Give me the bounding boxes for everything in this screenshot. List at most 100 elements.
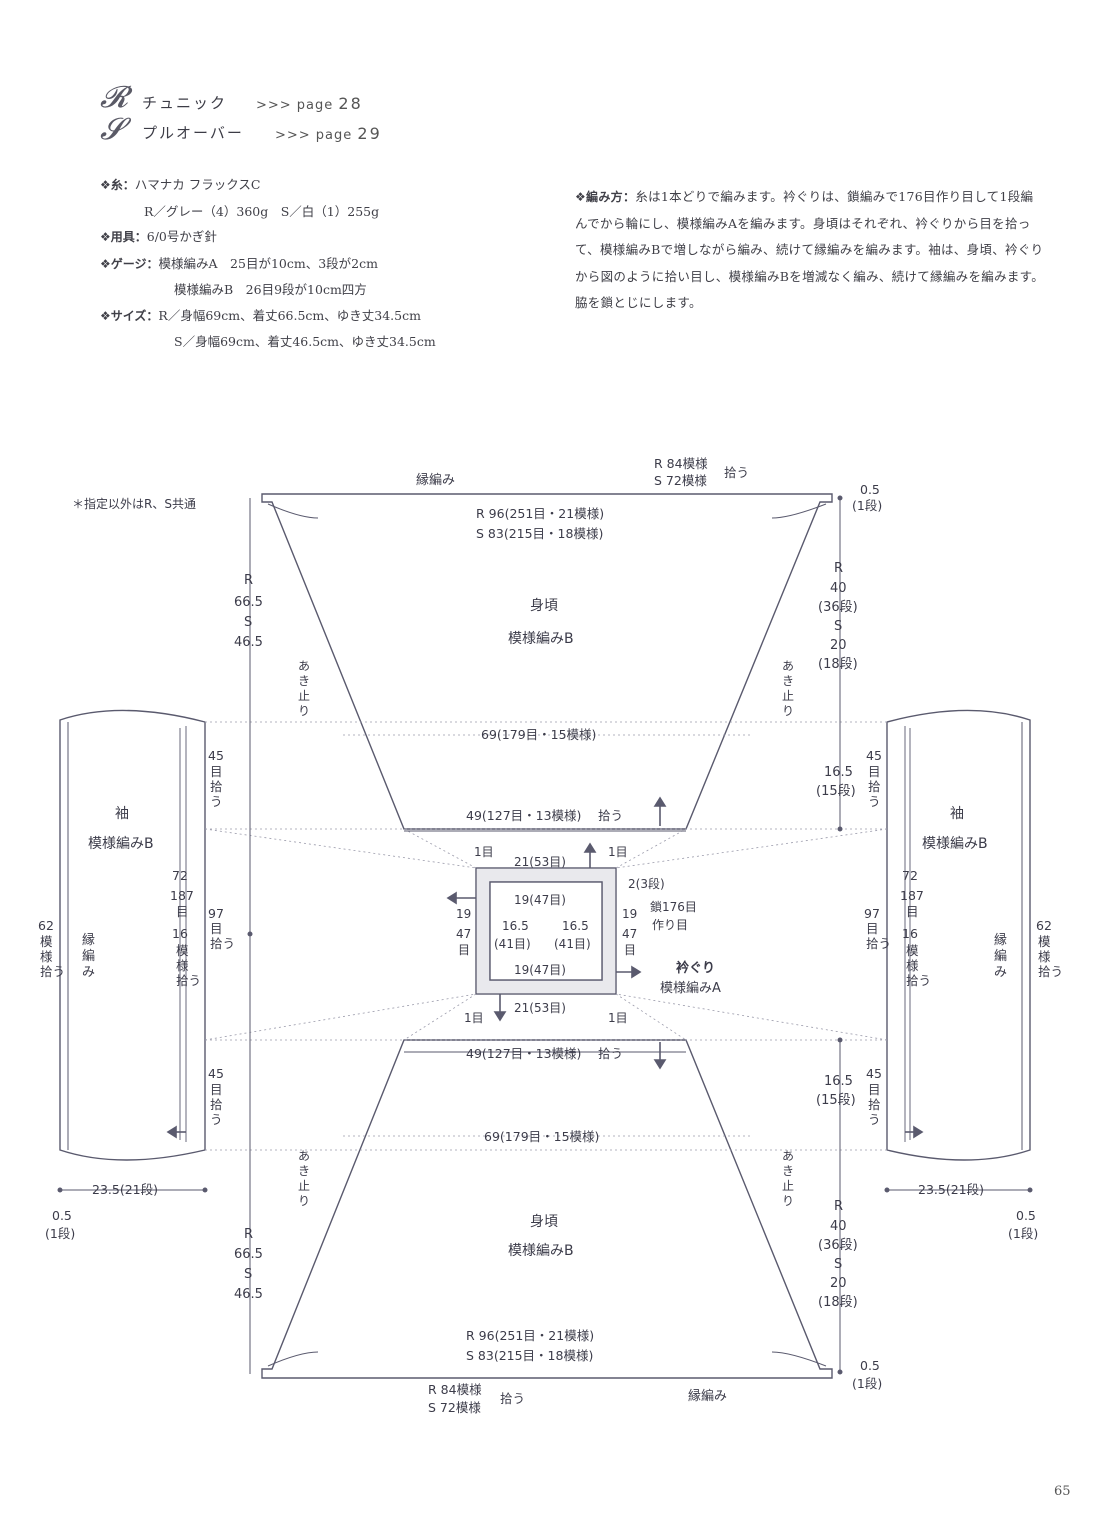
side-r-mark: R <box>834 561 843 576</box>
neck-side-right: 16.5 <box>562 919 589 933</box>
top-body-label: 身頃 <box>530 598 558 614</box>
opening-top-left-1: あ <box>298 659 310 673</box>
rs-45-top-u: う <box>868 794 881 809</box>
opening-top-left-4: り <box>298 704 310 718</box>
ls-187-me: 目 <box>176 904 189 919</box>
side-r-rows-b: (36段) <box>818 1238 858 1253</box>
side-s-mark: S <box>834 619 842 634</box>
bottom-pick-84: R 84模様 <box>428 1382 482 1397</box>
spec-key-tool: ❖用具： <box>100 230 147 244</box>
neck-side-left: 16.5 <box>502 919 529 933</box>
neckline-label: 衿ぐり <box>676 960 715 976</box>
len-s-mark: S <box>244 615 252 630</box>
ls-45-bot-me: 目 <box>210 1082 223 1097</box>
ls-16: 16 <box>172 926 188 941</box>
top-body-outline <box>261 493 833 830</box>
method-text: 糸は1本どりで編みます。衿ぐりは、鎖編みで176目作り目して1段編んでから輪にし… <box>575 189 1045 310</box>
side-s-mark-b: S <box>834 1257 842 1272</box>
neck-outer <box>475 867 617 995</box>
spec-key-gauge: ❖ゲージ： <box>100 256 159 271</box>
len-r: 66.5 <box>234 595 263 610</box>
rs-16-yo: 様 <box>906 958 919 973</box>
right-sleeve-outline <box>886 709 1031 1161</box>
page-number-ref: 29 <box>357 124 382 143</box>
rs-97-pick: 拾う <box>866 936 891 951</box>
ls-62-yo: 様 <box>40 949 53 964</box>
rs-one-row: (1段) <box>1008 1226 1038 1241</box>
neck-inner-top: 19(47目) <box>514 893 566 907</box>
rs-half: 0.5 <box>1016 1208 1036 1223</box>
title-mark-s: 𝓢 <box>100 112 124 147</box>
neck-inner-bottom: 19(47目) <box>514 963 566 977</box>
bottom-border-label: 縁編み <box>688 1388 727 1404</box>
bottom-pick: 拾う <box>500 1391 525 1406</box>
opening-top-left-3: 止 <box>298 689 310 703</box>
ls-16-pick: 拾う <box>176 973 201 988</box>
top-hem-s: S 83(215目・18模様) <box>476 526 603 541</box>
armhole-top: 16.5 <box>824 765 853 780</box>
len-s-mark-b: S <box>244 1267 252 1282</box>
rs-62-pick: 拾う <box>1038 964 1063 979</box>
spec-gauge-b: 模様編みB 26目9段が10cm四方 <box>174 282 367 297</box>
neck-side-left-me: (41目) <box>494 937 531 951</box>
rs-45-top: 45 <box>866 748 882 763</box>
bottom-half: 0.5 <box>860 1358 880 1373</box>
spec-yarn: ハマナカ フラックスC <box>134 177 261 192</box>
top-pick-72: S 72模様 <box>654 473 707 488</box>
neck-cast-on: 作り目 <box>652 918 688 932</box>
rs-45-bot: 45 <box>866 1066 882 1081</box>
opening-bot-left-4: り <box>298 1194 310 1208</box>
ls-45-bot: 45 <box>208 1066 224 1081</box>
opening-bot-right-3: 止 <box>782 1179 794 1193</box>
top-width49: 49(127目・13模様) <box>466 808 581 823</box>
specs-block: ❖糸：ハマナカ フラックスC R／グレー（4）360g S／白（1）255g ❖… <box>100 172 436 355</box>
rs-45-bot-u: う <box>868 1112 881 1127</box>
page-prefix: >>> page <box>256 98 334 113</box>
top-pick: 拾う <box>724 465 749 480</box>
bottom-one-row: (1段) <box>852 1376 882 1391</box>
top-pick-84: R 84模様 <box>654 456 708 471</box>
rs-62: 62 <box>1036 918 1052 933</box>
armhole-bottom: 16.5 <box>824 1074 853 1089</box>
opening-bot-right-4: り <box>782 1194 794 1208</box>
neck-1me-tl: 1目 <box>474 845 494 859</box>
neck-1me-bl: 1目 <box>464 1011 484 1025</box>
rs-97-me: 目 <box>866 921 879 936</box>
len-s: 46.5 <box>234 635 263 650</box>
armhole-bottom-rows: (15段) <box>816 1093 856 1108</box>
rs-border-3: み <box>994 965 1007 980</box>
top-border-line <box>267 503 827 519</box>
top-width69: 69(179目・15模様) <box>481 727 596 742</box>
len-s-b: 46.5 <box>234 1287 263 1302</box>
neck-outer-top: 21(53目) <box>514 855 566 869</box>
bottom-body-label: 身頃 <box>530 1214 558 1230</box>
bottom-width49: 49(127目・13模様) <box>466 1046 581 1061</box>
spec-yarn-amount: R／グレー（4）360g S／白（1）255g <box>144 203 380 219</box>
top-one-row: (1段) <box>852 498 882 513</box>
right-sleeve-inner <box>904 726 911 1142</box>
ls-72: 72 <box>172 868 188 883</box>
side-r: 40 <box>830 581 847 596</box>
neck-19-left: 19 <box>456 907 471 921</box>
neck-19-right: 19 <box>622 907 637 921</box>
page-number-ref: 28 <box>338 94 363 113</box>
side-s-rows: (18段) <box>818 657 858 672</box>
bottom-pick-72: S 72模様 <box>428 1400 481 1415</box>
method-key: ❖編み方： <box>575 190 636 204</box>
side-s-rows-b: (18段) <box>818 1295 858 1310</box>
rs-187-me: 目 <box>906 904 919 919</box>
neck-47-right: 47 <box>622 927 637 941</box>
top-width49-pick: 拾う <box>598 808 623 823</box>
neck-47-left: 47 <box>456 927 471 941</box>
opening-bot-left-1: あ <box>298 1149 310 1163</box>
neck-me-left: 目 <box>458 943 470 957</box>
ls-one-row: (1段) <box>45 1226 75 1241</box>
bottom-pattern-b: 模様編みB <box>508 1243 574 1259</box>
rs-45-top-me: 目 <box>868 764 881 779</box>
opening-bot-right-1: あ <box>782 1149 794 1163</box>
top-border-label: 縁編み <box>416 472 455 488</box>
ls-border-3: み <box>82 965 95 980</box>
rs-16: 16 <box>902 926 918 941</box>
side-s: 20 <box>830 638 847 653</box>
